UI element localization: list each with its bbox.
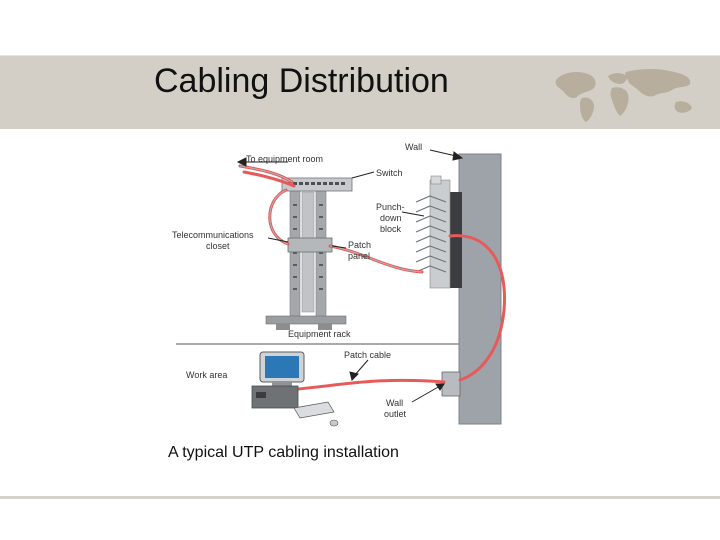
label-telecom-closet-1: Telecommunications xyxy=(172,230,254,240)
label-switch: Switch xyxy=(376,168,403,178)
label-wall-outlet-2: outlet xyxy=(384,409,407,419)
cable-to-equipment-room-2 xyxy=(242,170,296,188)
label-punch-down-3: block xyxy=(380,224,402,234)
equipment-rack xyxy=(265,187,347,330)
patch-cable xyxy=(282,378,446,392)
label-patch-panel-2: panel xyxy=(348,251,370,261)
title-band xyxy=(0,55,720,129)
label-wall-outlet-1: Wall xyxy=(386,398,403,408)
arrow-patch-panel xyxy=(331,245,347,249)
wall xyxy=(458,153,502,425)
arrow-switch xyxy=(351,171,375,179)
label-equipment-room: To equipment room xyxy=(246,154,323,164)
label-punch-down-1: Punch- xyxy=(376,202,405,212)
cable-switch-to-patch xyxy=(268,188,290,246)
arrow-telecom-closet xyxy=(267,237,289,243)
label-telecom-closet-2: closet xyxy=(206,241,230,251)
arrow-wall xyxy=(429,149,457,157)
arrow-punchdown xyxy=(401,211,425,217)
patch-panel xyxy=(287,237,333,253)
label-wall: Wall xyxy=(405,142,422,152)
bottom-rule xyxy=(0,496,720,499)
label-equipment-rack: Equipment rack xyxy=(288,329,351,339)
cable-patch-to-punchdown xyxy=(328,244,424,274)
arrow-wall-outlet xyxy=(411,385,441,403)
label-patch-cable: Patch cable xyxy=(344,350,391,360)
workstation-computer xyxy=(251,351,339,427)
label-patch-panel-1: Patch xyxy=(348,240,371,250)
cable-punchdown-to-outlet xyxy=(448,234,506,382)
wall-outlet xyxy=(441,371,461,397)
label-punch-down-2: down xyxy=(380,213,402,223)
diagram-caption: A typical UTP cabling installation xyxy=(168,444,399,461)
label-work-area: Work area xyxy=(186,370,227,380)
world-map-icon xyxy=(555,69,692,122)
cabling-diagram: To equipment room Wall Switch Punch- dow… xyxy=(172,142,506,427)
slide-title: Cabling Distribution xyxy=(154,62,449,100)
punch-down-block xyxy=(415,175,451,289)
